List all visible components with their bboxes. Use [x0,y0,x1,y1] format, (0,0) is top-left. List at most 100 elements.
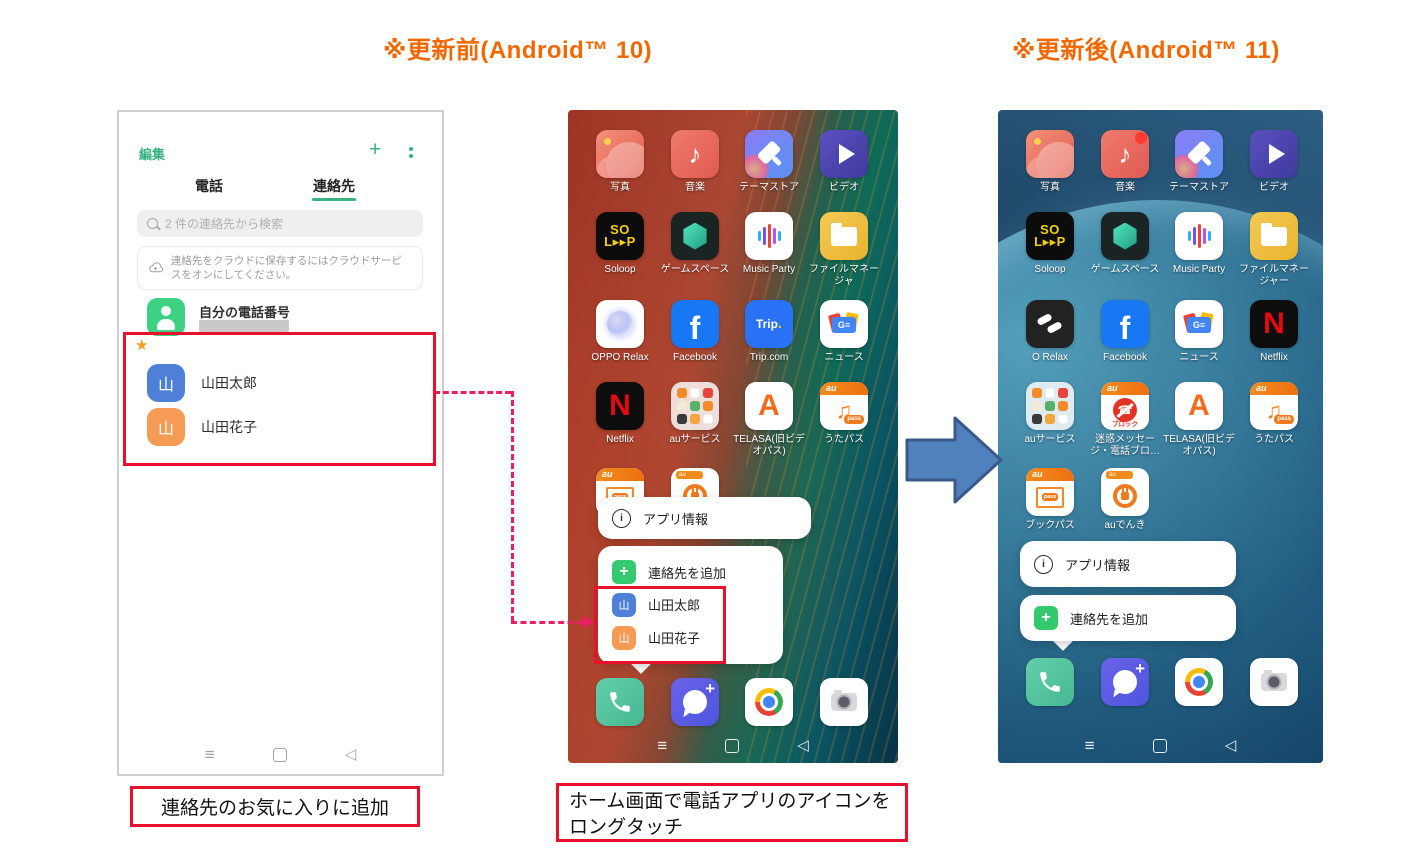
au-ribbon: au [1250,382,1298,395]
waves-glyph [1037,316,1063,332]
app-telasa[interactable]: A TELASA(旧ビデオパス) [1161,382,1237,457]
app-au-services-folder[interactable]: auサービス [657,382,733,446]
contact-row[interactable]: 山 山田太郎 [147,364,257,402]
home-button[interactable] [1152,739,1167,753]
app-music[interactable]: ♪ 音楽 [657,130,733,194]
recents-button[interactable]: ≡ [657,736,668,755]
blue-transition-arrow [905,416,1003,504]
app-au-services-folder[interactable]: auサービス [1012,382,1088,446]
app-soloop[interactable]: SO L▸▸P Soloop [1012,212,1088,276]
menu-shortcut-contact[interactable]: 山 山田太郎 [612,592,700,617]
app-facebook[interactable]: f Facebook [657,300,733,364]
chrome-icon [1175,658,1223,706]
app-music-party[interactable]: Music Party [1161,212,1237,276]
pass-pill: pass [1041,493,1059,501]
trip-icon: Trip. [745,300,793,348]
app-telasa[interactable]: A TELASA(旧ビデオパス) [731,382,807,457]
app-soloop[interactable]: SO L▸▸P Soloop [582,212,658,276]
app-netflix[interactable]: N Netflix [582,382,658,446]
app-file-manager[interactable]: ファイルマネージャー [1236,212,1312,287]
app-video[interactable]: ビデオ [1236,130,1312,194]
app-file-manager[interactable]: ファイルマネージャ [806,212,882,287]
back-button[interactable]: ◁ [797,737,809,754]
book-glyph: pass [1036,486,1064,508]
music-note-glyph: ♪ [1118,138,1132,169]
chrome-glyph [1185,668,1213,696]
plus-icon: + [1034,606,1058,630]
menu-app-info[interactable]: i アプリ情報 [1020,541,1236,587]
app-label: Facebook [1103,352,1147,363]
dock-camera[interactable] [806,678,882,726]
dock-phone[interactable] [1012,658,1088,706]
tab-phone[interactable]: 電話 [195,178,223,194]
app-trip[interactable]: Trip. Trip.com [731,300,807,364]
menu-shortcut-contact[interactable]: 山 山田花子 [612,625,700,650]
netflix-n: N [1263,307,1285,340]
brush-glyph [1186,139,1212,165]
soloop-text: L▸▸P [604,234,636,249]
home-button[interactable] [725,739,740,753]
dock-phone[interactable] [582,678,658,726]
tab-contacts[interactable]: 連絡先 [313,178,355,194]
au-text: au [1032,469,1043,479]
app-utapass[interactable]: au ♫ pass うたパス [1236,382,1312,446]
app-news[interactable]: G≡ ニュース [806,300,882,364]
app-news[interactable]: G≡ ニュース [1161,300,1237,364]
au-services-folder-icon [1026,382,1074,430]
dock-messages[interactable]: + [1087,658,1163,706]
app-utapass[interactable]: au ♫ pass うたパス [806,382,882,446]
contact-row[interactable]: 山 山田花子 [147,408,257,446]
cloud-upload-icon [149,262,163,273]
app-photos[interactable]: 写真 [582,130,658,194]
app-facebook[interactable]: f Facebook [1087,300,1163,364]
soloop-icon: SO L▸▸P [596,212,644,260]
music-icon: ♪ [1101,130,1149,178]
search-input[interactable]: 2 件の連絡先から検索 [137,210,423,237]
app-o-relax[interactable]: O Relax [1012,300,1088,364]
app-photos[interactable]: 写真 [1012,130,1088,194]
add-icon[interactable]: + [369,138,382,161]
app-game-space[interactable]: ゲームスペース [657,212,733,276]
home-button[interactable] [272,748,287,762]
cloud-notice-text: 連絡先をクラウドに保存するにはクラウドサービスをオンにしてください。 [170,255,402,281]
caption-left: 連絡先のお気に入りに追加 [130,786,420,827]
app-music-party[interactable]: Music Party [731,212,807,276]
dock-chrome[interactable] [731,678,807,726]
screenshot-home-android10: 写真 ♪ 音楽 テーマストア ビデオ SO L▸▸P Soloop ゲームスペー… [568,110,898,763]
file-manager-icon [820,212,868,260]
app-game-space[interactable]: ゲームスペース [1087,212,1163,276]
back-button[interactable]: ◁ [344,746,357,763]
app-theme-store[interactable]: テーマストア [731,130,807,194]
app-spam-block[interactable]: au ☎ ブロック 迷惑メッセージ・電話ブロ… [1087,382,1163,457]
dock-chrome[interactable] [1161,658,1237,706]
back-button[interactable]: ◁ [1224,737,1237,754]
dock-camera[interactable] [1236,658,1312,706]
photos-icon [596,130,644,178]
recents-button[interactable]: ≡ [1084,736,1095,755]
app-video[interactable]: ビデオ [806,130,882,194]
edit-button[interactable]: 編集 [139,147,166,162]
app-bookpass[interactable]: au pass ブックパス [1012,468,1088,532]
recents-button[interactable]: ≡ [204,745,215,764]
folder-glyph [831,222,857,246]
app-netflix[interactable]: N Netflix [1236,300,1312,364]
app-music[interactable]: ♪ 音楽 [1087,130,1163,194]
app-label: Music Party [742,264,796,275]
caption-left-text: 連絡先のお気に入りに追加 [160,798,389,819]
app-audenki[interactable]: au auでんき [1087,468,1163,532]
app-label: Netflix [606,434,634,445]
menu-add-contact[interactable]: + 連絡先を追加 [612,560,726,585]
caption-middle-line1: ホーム画面で電話アプリのアイコンを [569,791,891,812]
app-label: テーマストア [1169,182,1229,193]
menu-app-info[interactable]: i アプリ情報 [598,497,811,539]
contact-name: 山田花子 [201,419,257,435]
app-theme-store[interactable]: テーマストア [1161,130,1237,194]
app-label: Soloop [1034,264,1066,275]
equalizer-glyph [1187,224,1211,248]
o-relax-icon [1026,300,1074,348]
more-icon[interactable] [409,147,413,151]
app-oppo-relax[interactable]: OPPO Relax [582,300,658,364]
menu-add-contact[interactable]: + 連絡先を追加 [1020,595,1236,641]
app-label: O Relax [1031,352,1069,363]
dock-messages[interactable]: + [657,678,733,726]
